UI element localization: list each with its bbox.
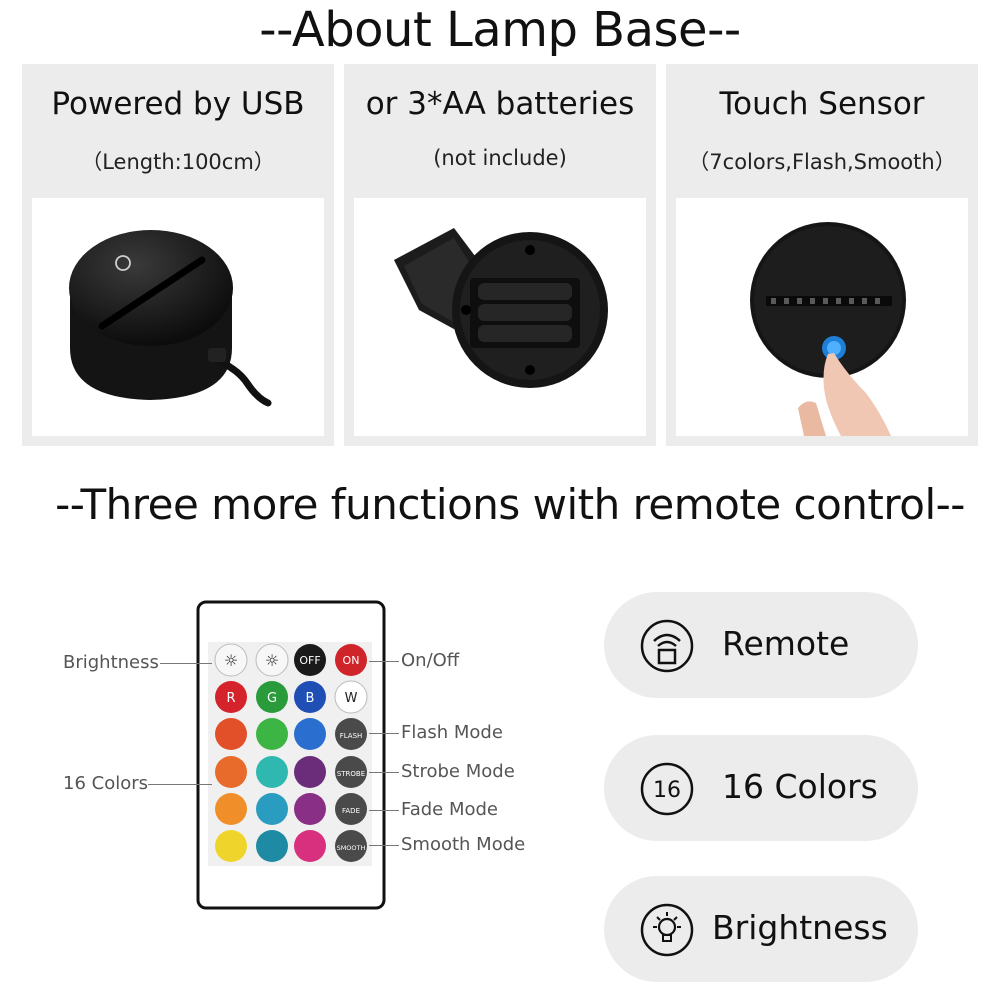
brightness-down-button[interactable] [255, 643, 289, 677]
remote-keypad [208, 642, 372, 866]
callout-line [369, 772, 399, 773]
card-usb: Powered by USB （Length:100cm） [22, 64, 334, 446]
callout-fade-mode: Fade Mode [401, 799, 498, 820]
remote-control: ☼ ☼ OFF ON R G B W FLASH STROBE FADE SMO… [196, 600, 386, 910]
card-subtitle: （7colors,Flash,Smooth） [688, 150, 956, 174]
color-button[interactable] [215, 718, 247, 750]
color-button[interactable] [215, 793, 247, 825]
feature-label: Brightness [712, 908, 888, 947]
svg-text:16: 16 [653, 778, 681, 803]
battery-compartment-photo [354, 198, 646, 436]
callout-line [369, 733, 399, 734]
red-button-label: R [226, 691, 235, 706]
remote-signal-icon [640, 619, 694, 673]
brightness-up-button[interactable] [214, 643, 248, 677]
off-button[interactable] [294, 644, 326, 676]
white-button-label: W [345, 691, 358, 706]
card-touch-sensor: Touch Sensor （7colors,Flash,Smooth） [666, 64, 978, 446]
callout-line [369, 810, 399, 811]
on-button[interactable] [335, 644, 367, 676]
feature-16-colors: 16 16 Colors [604, 735, 918, 841]
battery-base-illustration [394, 228, 608, 388]
callout-brightness: Brightness [63, 652, 159, 673]
callout-line [148, 784, 212, 785]
card-subtitle: (not include) [433, 146, 567, 170]
callout-smooth-mode: Smooth Mode [401, 834, 526, 855]
flash-button-label: FLASH [340, 732, 363, 740]
callout-on-off: On/Off [401, 650, 460, 671]
callout-16-colors: 16 Colors [63, 773, 148, 794]
on-button-label: ON [343, 654, 360, 667]
fade-button[interactable] [335, 793, 367, 825]
page-title: --About Lamp Base-- [259, 2, 741, 58]
callout-line [160, 663, 212, 664]
smooth-button-label: SMOOTH [337, 844, 366, 852]
number-16-icon: 16 [640, 762, 694, 816]
touch-base-illustration [750, 222, 906, 436]
touch-sensor-photo [676, 198, 968, 436]
color-button[interactable] [256, 830, 288, 862]
strobe-button-label: STROBE [337, 770, 365, 778]
callout-flash-mode: Flash Mode [401, 722, 503, 743]
callout-strobe-mode: Strobe Mode [401, 761, 515, 782]
sun-icon: ☼ [224, 651, 238, 670]
fade-button-label: FADE [342, 807, 360, 815]
color-button[interactable] [294, 718, 326, 750]
green-button[interactable] [256, 681, 288, 713]
sun-icon: ☼ [265, 651, 279, 670]
color-button[interactable] [294, 830, 326, 862]
color-button[interactable] [256, 718, 288, 750]
white-button[interactable] [334, 680, 368, 714]
color-button[interactable] [215, 830, 247, 862]
usb-lamp-base-photo [32, 198, 324, 436]
card-title: Powered by USB [51, 86, 305, 122]
card-title: or 3*AA batteries [365, 86, 635, 122]
blue-button[interactable] [294, 681, 326, 713]
feature-label: 16 Colors [722, 767, 878, 806]
card-subtitle: （Length:100cm） [81, 150, 275, 174]
color-button[interactable] [294, 793, 326, 825]
callout-line [369, 661, 399, 662]
callout-line [369, 845, 399, 846]
feature-remote: Remote [604, 592, 918, 698]
feature-label: Remote [722, 624, 850, 663]
card-batteries: or 3*AA batteries (not include) [344, 64, 656, 446]
lightbulb-icon [640, 903, 694, 957]
section-title: --Three more functions with remote contr… [55, 480, 965, 529]
color-button[interactable] [294, 756, 326, 788]
blue-button-label: B [306, 691, 315, 706]
color-button[interactable] [256, 756, 288, 788]
smooth-button[interactable] [335, 830, 367, 862]
usb-base-illustration [69, 230, 272, 407]
green-button-label: G [267, 691, 277, 706]
card-title: Touch Sensor [719, 86, 925, 122]
off-button-label: OFF [299, 654, 320, 667]
strobe-button[interactable] [335, 756, 367, 788]
red-button[interactable] [215, 681, 247, 713]
color-button[interactable] [256, 793, 288, 825]
color-button[interactable] [215, 756, 247, 788]
feature-brightness: Brightness [604, 876, 918, 982]
flash-button[interactable] [335, 718, 367, 750]
